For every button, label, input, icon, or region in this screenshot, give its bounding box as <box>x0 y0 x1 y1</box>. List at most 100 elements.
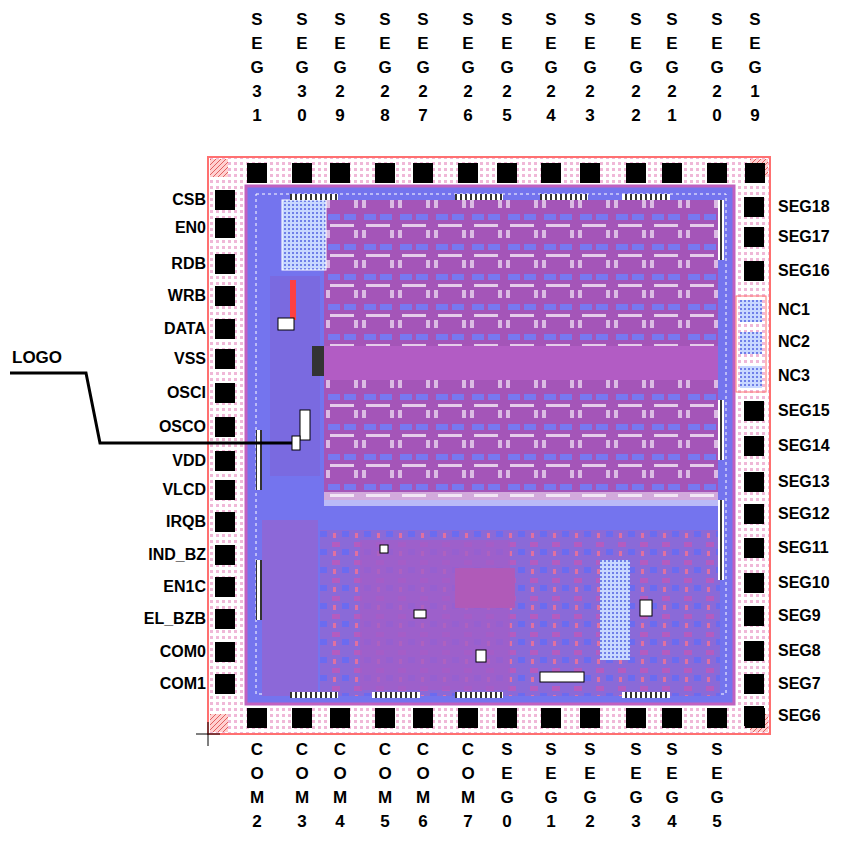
bond-pad <box>458 163 478 183</box>
pin-label: SEG28 <box>377 8 393 128</box>
pin-label: COM0 <box>160 642 206 662</box>
pin-label: SEG26 <box>460 8 476 128</box>
pin-label: SEG16 <box>778 261 830 281</box>
pin-label: COM2 <box>249 738 265 834</box>
bond-pad <box>580 163 600 183</box>
pin-label: SEG19 <box>747 8 763 128</box>
pin-label: SEG4 <box>664 738 680 834</box>
pin-label: SEG11 <box>778 538 829 558</box>
pin-label: VDD <box>172 451 206 471</box>
bond-pad <box>744 674 764 694</box>
pin-label: EL_BZB <box>144 609 206 629</box>
pin-label: OSCO <box>159 417 206 437</box>
bond-pad <box>744 538 764 558</box>
pin-label: COM6 <box>415 738 431 834</box>
pin-label: SEG22 <box>628 8 644 128</box>
bond-pad <box>375 163 395 183</box>
bond-pad <box>413 708 433 728</box>
bond-pad <box>215 609 235 629</box>
pin-label: NC1 <box>778 300 810 320</box>
bond-pad <box>707 163 727 183</box>
pin-label: SEG17 <box>778 227 830 247</box>
pin-label: IND_BZ <box>148 545 206 565</box>
pin-label: SEG0 <box>499 738 515 834</box>
bond-pad <box>662 163 682 183</box>
bond-pad <box>215 190 235 210</box>
bond-pad <box>745 708 765 728</box>
bond-pad <box>413 163 433 183</box>
pin-label: COM4 <box>332 738 348 834</box>
bond-pad <box>744 227 764 247</box>
bond-pad <box>330 708 350 728</box>
pin-label: SEG14 <box>778 436 830 456</box>
bond-pad <box>626 708 646 728</box>
bond-pad <box>330 163 350 183</box>
pin-label: COM3 <box>294 738 310 834</box>
bond-pad <box>215 545 235 565</box>
bond-pad <box>215 254 235 274</box>
pin-label: SEG27 <box>415 8 431 128</box>
bond-pad <box>215 451 235 471</box>
bond-pad <box>745 163 765 183</box>
bond-pad <box>541 163 561 183</box>
bond-pad <box>541 708 561 728</box>
pin-label: SEG25 <box>499 8 515 128</box>
bond-pad <box>580 708 600 728</box>
pin-label: COM7 <box>460 738 476 834</box>
bond-pad <box>744 504 764 524</box>
pin-label: EN1C <box>163 577 206 597</box>
bond-pad <box>375 708 395 728</box>
pin-label: COM5 <box>377 738 393 834</box>
pin-label: SEG5 <box>709 738 725 834</box>
pin-label: SEG6 <box>778 706 821 726</box>
pin-label: NC2 <box>778 332 810 352</box>
bond-pad <box>744 606 764 626</box>
bond-pad <box>497 708 517 728</box>
bond-pad <box>744 472 764 492</box>
bond-pad <box>626 163 646 183</box>
bond-pad <box>247 163 267 183</box>
bond-pad <box>215 218 235 238</box>
pin-label: RDB <box>171 254 206 274</box>
bond-pad <box>292 163 312 183</box>
pin-label: SEG13 <box>778 472 830 492</box>
bond-pad <box>215 480 235 500</box>
pin-label: SEG29 <box>332 8 348 128</box>
pin-label: IRQB <box>166 512 206 532</box>
pin-label: OSCI <box>167 383 206 403</box>
bond-pad <box>292 708 312 728</box>
bond-pad <box>215 577 235 597</box>
leader-line <box>10 373 300 443</box>
bond-pad <box>215 642 235 662</box>
pin-label: SEG20 <box>709 8 725 128</box>
bond-pad <box>744 401 764 421</box>
pin-label: SEG7 <box>778 674 821 694</box>
pin-label: SEG24 <box>543 8 559 128</box>
pin-label: VLCD <box>162 480 206 500</box>
bond-pad <box>744 641 764 661</box>
bond-pad <box>247 708 267 728</box>
bond-pad <box>215 349 235 369</box>
pin-label: SEG18 <box>778 197 830 217</box>
pin-label: WRB <box>168 286 206 306</box>
pin-label: SEG15 <box>778 401 830 421</box>
bond-pad <box>458 708 478 728</box>
pin-label: SEG1 <box>543 738 559 834</box>
pin-label: COM1 <box>160 674 206 694</box>
bond-pad <box>744 573 764 593</box>
pin-label: SEG31 <box>249 8 265 128</box>
logo-callout: LOGO <box>12 348 62 368</box>
bond-pad <box>707 708 727 728</box>
bond-pad <box>215 286 235 306</box>
pin-label: SEG23 <box>582 8 598 128</box>
bond-pad <box>744 197 764 217</box>
pin-label: DATA <box>164 319 206 339</box>
pin-label: EN0 <box>175 218 206 238</box>
bond-pad <box>662 708 682 728</box>
bond-pad <box>744 436 764 456</box>
pin-label: SEG30 <box>294 8 310 128</box>
pin-label: SEG2 <box>582 738 598 834</box>
bond-pad <box>215 674 235 694</box>
pin-label: SEG12 <box>778 504 830 524</box>
